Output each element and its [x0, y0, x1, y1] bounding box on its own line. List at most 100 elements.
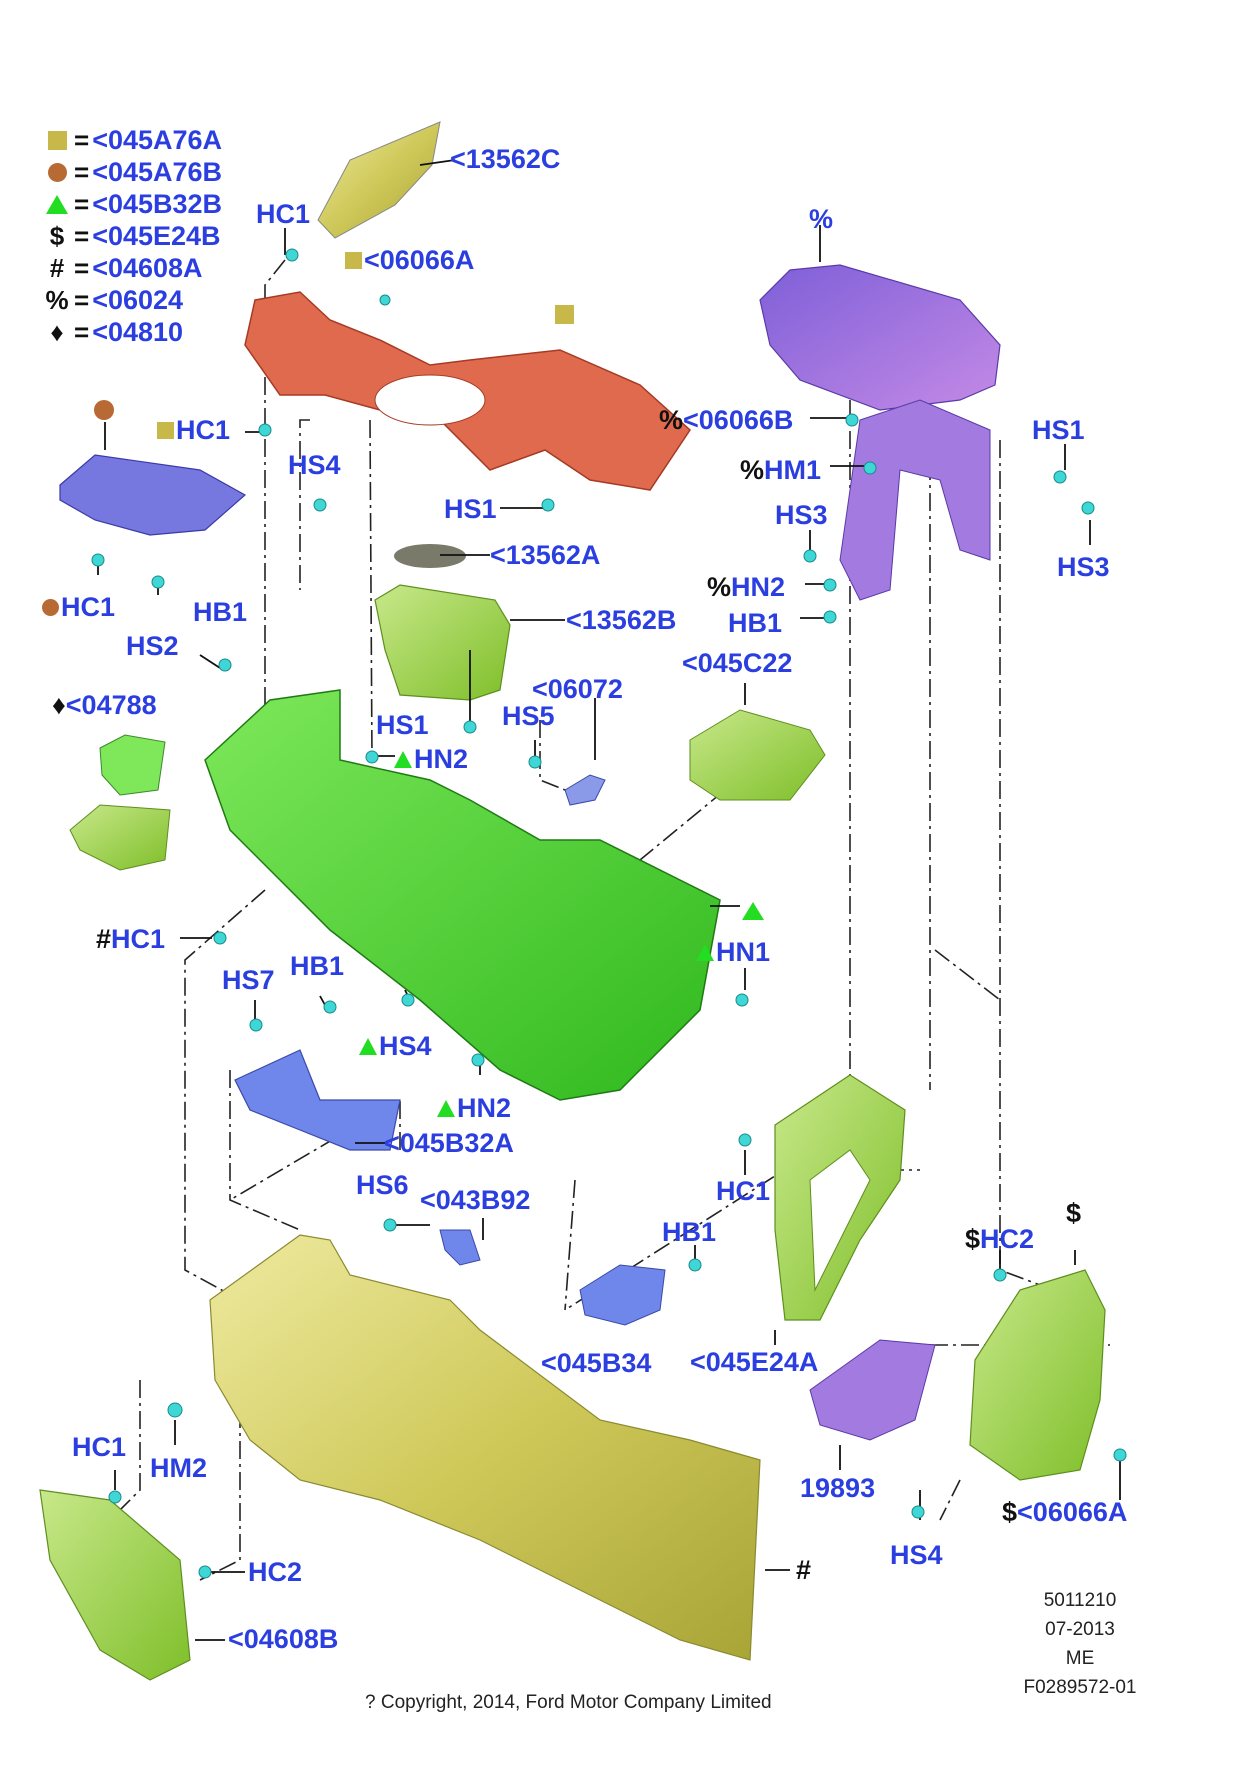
label-hs1-right: HS1 [1032, 415, 1085, 445]
legend-row-diamond: ♦ = <04810 [50, 316, 184, 347]
part-04608b-end-panel [39, 1489, 191, 1681]
square-marker-icon [157, 422, 174, 439]
part-043b92-clip [439, 1229, 481, 1266]
legend-row-percent: % = <06024 [45, 284, 184, 315]
legend-code: <045E24B [92, 220, 221, 251]
figure-date: 07-2013 [1045, 1619, 1115, 1640]
label-hs3-b: HS3 [1057, 552, 1110, 582]
label-hm2: HM2 [150, 1453, 208, 1483]
label-hc1-brown: HC1 [42, 592, 115, 623]
label-hb1-bottom: HB1 [662, 1217, 717, 1247]
label-hc1-hash: #HC1 [96, 924, 166, 954]
part-13562c-trim [317, 121, 441, 239]
label-hb1-right: HB1 [728, 608, 783, 638]
part-045e24a-bezel [774, 1074, 906, 1321]
label-hc1-right: HC1 [716, 1176, 771, 1206]
square-marker-icon [345, 252, 362, 269]
triangle-marker-icon [46, 194, 68, 214]
label-hs1-lower: HS1 [376, 710, 429, 740]
legend-code: <04608A [92, 252, 203, 283]
label-hs3-a: HS3 [775, 500, 828, 530]
label-hs4-upper: HS4 [288, 450, 341, 480]
label-hb1-lower: HB1 [290, 951, 345, 981]
fastener-icons [91, 248, 1127, 1579]
legend-code: <04810 [92, 316, 184, 347]
figure-region: ME [1065, 1648, 1095, 1669]
symbol-marks [94, 305, 764, 920]
part-right-panel-green [969, 1269, 1106, 1481]
label-06072: <06072 [532, 674, 623, 704]
legend-row-hash: # = <04608A [49, 252, 203, 283]
triangle-marker-icon [437, 1100, 455, 1117]
label-hc1-top: HC1 [256, 199, 311, 229]
figure-metadata: 5011210 07-2013 ME F0289572-01 [1020, 1586, 1140, 1702]
part-lower-side-trim-yellow [209, 1234, 761, 1661]
label-hs7: HS7 [222, 965, 275, 995]
label-hs4-bottom: HS4 [890, 1540, 943, 1570]
label-hc2-bottom: HC2 [248, 1557, 303, 1587]
triangle-marker-icon [359, 1038, 377, 1055]
part-13562a-mat [394, 544, 466, 568]
legend-row-dollar: $ = <045E24B [49, 220, 221, 251]
label-hc2-right: $HC2 [965, 1224, 1035, 1254]
part-number: 5011210 [1043, 1590, 1117, 1611]
part-045b34-bracket [579, 1264, 666, 1326]
label-hs5: HS5 [502, 701, 555, 731]
legend-row-triangle: = <045B32B [44, 188, 222, 220]
label-hs4-mid: HS4 [359, 1031, 432, 1062]
triangle-marker-icon [696, 944, 714, 961]
part-upper-frame-red [244, 291, 691, 491]
part-04788-bin [69, 734, 171, 871]
percent-marker-icon: % [45, 284, 69, 315]
square-marker-icon [47, 130, 67, 150]
label-hs6: HS6 [356, 1170, 409, 1200]
diamond-marker-icon: ♦ [50, 316, 64, 347]
figure-id: F0289572-01 [1023, 1677, 1137, 1698]
label-hc1-bottom: HC1 [72, 1432, 127, 1462]
label-04788: ♦<04788 [52, 690, 157, 720]
part-left-tray-blue [59, 454, 247, 536]
label-043b92: <043B92 [420, 1185, 531, 1215]
label-hs1-upper: HS1 [444, 494, 497, 524]
label-hc1-left: HC1 [157, 415, 230, 446]
label-hb1-left: HB1 [193, 597, 248, 627]
label-04608b: <04608B [228, 1624, 339, 1654]
label-045b34: <045B34 [541, 1348, 652, 1378]
legend-row-square: = <045A76A [44, 124, 222, 156]
triangle-marker-icon [394, 751, 412, 768]
circle-marker-icon [47, 162, 67, 182]
label-hm1: %HM1 [740, 455, 822, 485]
part-045c22-tray [689, 709, 826, 801]
legend-code: <045A76B [92, 156, 223, 187]
copyright-text: ? Copyright, 2014, Ford Motor Company Li… [365, 1692, 772, 1713]
part-19893-vent [809, 1339, 936, 1441]
label-hn2-lower: HN2 [437, 1093, 511, 1124]
legend-row-circle: = <045A76B [44, 156, 222, 188]
label-percent-top: % [809, 204, 834, 234]
label-hn2-mid: HN2 [394, 744, 468, 775]
label-hn2-right: %HN2 [707, 572, 786, 602]
label-hn1: HN1 [696, 937, 770, 968]
legend: = <045A76A = <045A76B = <045B32B $ = <04… [44, 124, 222, 348]
label-06066b: %<06066B [659, 405, 794, 435]
label-13562c: <13562C [450, 144, 561, 174]
label-06066a-top: <06066A [345, 245, 474, 276]
dollar-marker-icon: $ [49, 220, 65, 251]
part-045b32a-bracket [234, 1049, 401, 1151]
label-hs2: HS2 [126, 631, 179, 661]
hash-marker-icon: # [49, 252, 65, 283]
legend-code: <06024 [92, 284, 184, 315]
label-19893: 19893 [800, 1473, 876, 1503]
legend-code: <045B32B [92, 188, 223, 219]
legend-code: <045A76A [92, 124, 223, 155]
part-06072-clip [564, 774, 606, 806]
label-hash-right: # [796, 1555, 812, 1585]
label-13562b: <13562B [566, 605, 677, 635]
label-045c22: <045C22 [682, 648, 793, 678]
circle-marker-icon [42, 599, 59, 616]
label-045b32a: <045B32A [384, 1128, 514, 1158]
label-dollar-top: $ [1066, 1198, 1082, 1228]
part-armrest-purple [759, 264, 1001, 601]
label-06066a-bottom: $<06066A [1002, 1497, 1128, 1527]
